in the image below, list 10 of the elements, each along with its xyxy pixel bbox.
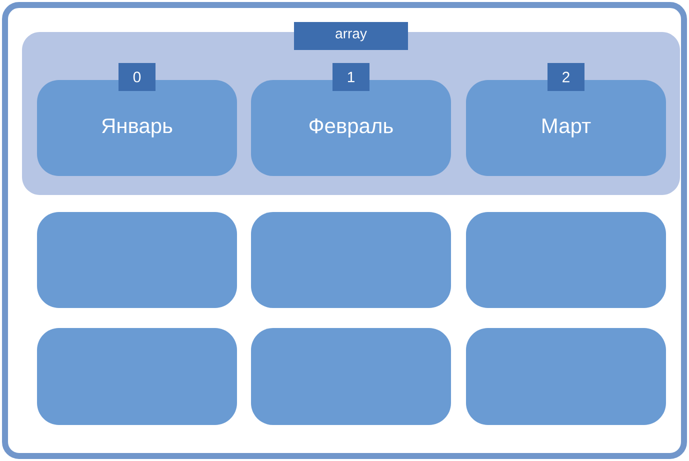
index-tab: 2	[548, 63, 584, 91]
array-label: array	[294, 22, 408, 50]
element-box	[251, 328, 451, 425]
index-tab: 1	[332, 63, 370, 91]
element-box	[466, 328, 666, 425]
index-tab: 0	[118, 63, 156, 91]
element-box	[251, 212, 451, 308]
element-box	[37, 328, 237, 425]
element-box	[37, 212, 237, 308]
element-box	[466, 212, 666, 308]
